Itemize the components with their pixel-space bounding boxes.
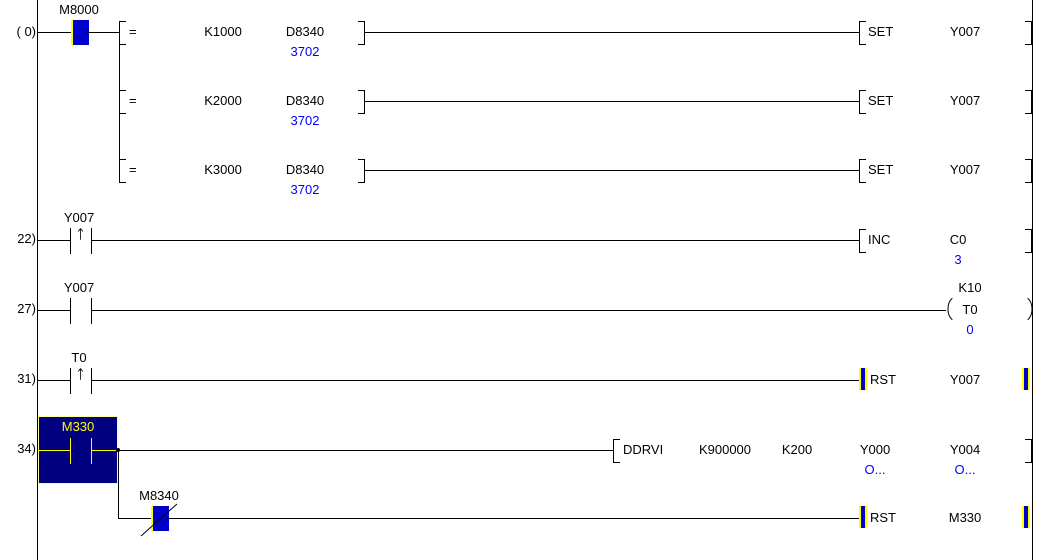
rung-0-wire-out [87,32,119,33]
set-bracket-close-3 [1025,159,1032,183]
compare-bracket-open-3 [119,159,126,183]
rung-34-wire-sel-out [91,450,118,451]
rung-0-branch-3-wire [365,170,859,171]
compare-bracket-open-2 [119,90,126,114]
rung-number-27: 27) [17,301,36,316]
inc-bracket-open [859,229,866,253]
contact-y007[interactable] [70,298,92,324]
compare-operand2-value-2: 3702 [290,113,320,128]
rung-number-31: 31) [17,371,36,386]
set-bracket-open-3 [859,159,866,183]
sub-rung-wire-in [118,518,151,519]
coil-close-paren-icon [1027,297,1033,321]
compare-bracket-close-1 [358,21,365,45]
contact-t0-rising-edge[interactable] [70,368,92,394]
contact-label-m8340: M8340 [139,488,179,503]
coil-operand-t0[interactable]: T0 [962,302,978,317]
compare-operand2-3: D8340 [285,162,325,177]
inc-bracket-close [1025,229,1032,253]
right-power-rail [1032,0,1033,560]
set-bracket-open-2 [859,90,866,114]
instruction-set-operand-3[interactable]: Y007 [949,162,981,177]
compare-operand2-value-3: 3702 [290,182,320,197]
ddrvi-operand-4[interactable]: Y004 [949,442,981,457]
compare-operand1-1: K1000 [204,24,242,39]
compare-bracket-close-3 [358,159,365,183]
set-bracket-open-1 [859,21,866,45]
rst-bracket-open-m330 [859,506,869,530]
instruction-set-operand-1[interactable]: Y007 [949,24,981,39]
rung-22-wire-out [91,240,859,241]
coil-operand-value-t0: 0 [966,322,974,337]
instruction-set-operand-2[interactable]: Y007 [949,93,981,108]
instruction-ddrvi[interactable]: DDRVI [623,442,664,457]
rung-number-34: 34) [17,441,36,456]
compare-bracket-close-2 [358,90,365,114]
ddrvi-operand-4-value: O... [954,462,976,477]
ddrvi-operand-3[interactable]: Y000 [859,442,891,457]
instruction-inc-operand[interactable]: C0 [949,232,967,247]
rung-31-wire-in [37,380,71,381]
rung-31-wire-out [91,380,859,381]
ddrvi-bracket-close [1025,439,1032,463]
left-power-rail [37,0,38,560]
instruction-set-3[interactable]: SET [868,162,894,177]
instruction-rst-y007[interactable]: RST [870,372,896,387]
rung-0-branch-1-wire [365,32,859,33]
compare-operand1-3: K3000 [204,162,242,177]
contact-label-y007-27: Y007 [63,280,95,295]
compare-bracket-open-1 [119,21,126,45]
compare-operand1-2: K2000 [204,93,242,108]
compare-operator-2: = [129,93,137,108]
set-bracket-close-1 [1025,21,1032,45]
rising-edge-arrow-icon [77,368,84,380]
rung-34-wire-out [118,450,613,451]
instruction-inc[interactable]: INC [868,232,891,247]
rung-0-branch-2-wire [365,101,859,102]
rung-22-wire-in [37,240,71,241]
rung-34-wire-in [38,450,71,451]
ddrvi-operand-3-value: O... [864,462,886,477]
coil-open-paren-icon [947,297,953,321]
rising-edge-arrow-icon [77,228,84,240]
ddrvi-bracket-open [613,439,620,463]
instruction-rst-m330[interactable]: RST [870,510,896,525]
contact-label-m330: M330 [61,419,95,434]
contact-label-m8000: M8000 [59,2,99,17]
ddrvi-operand-1[interactable]: K900000 [698,442,752,457]
timer-preset-k10: K10 [958,280,982,295]
compare-operator-3: = [129,162,137,177]
contact-m330[interactable] [70,438,92,464]
compare-operand2-1: D8340 [285,24,325,39]
compare-operand2-2: D8340 [285,93,325,108]
instruction-set-2[interactable]: SET [868,93,894,108]
set-bracket-close-2 [1025,90,1032,114]
contact-m8000[interactable] [71,20,89,45]
rst-bracket-close-y007 [1022,368,1032,392]
rung-number-22: 22) [17,231,36,246]
compare-operator-1: = [129,24,137,39]
rung-34-branch-drop [118,450,119,518]
instruction-inc-operand-value: 3 [954,252,962,267]
contact-label-t0-31: T0 [71,350,87,365]
instruction-set-1[interactable]: SET [868,24,894,39]
instruction-rst-operand-y007[interactable]: Y007 [949,372,981,387]
rung-27-wire-in [37,310,71,311]
rung-27-wire-out [91,310,946,311]
rst-bracket-open-y007 [859,368,869,392]
sub-rung-wire-out [167,518,859,519]
contact-label-y007-22: Y007 [63,210,95,225]
rst-bracket-close-m330 [1022,506,1032,530]
rung-number-0: ( 0) [16,24,37,39]
compare-operand2-value-1: 3702 [290,44,320,59]
ddrvi-operand-2[interactable]: K200 [781,442,813,457]
instruction-rst-operand-m330[interactable]: M330 [948,510,982,525]
contact-y007-rising-edge[interactable] [70,228,92,254]
rung-0-wire-in [37,32,71,33]
